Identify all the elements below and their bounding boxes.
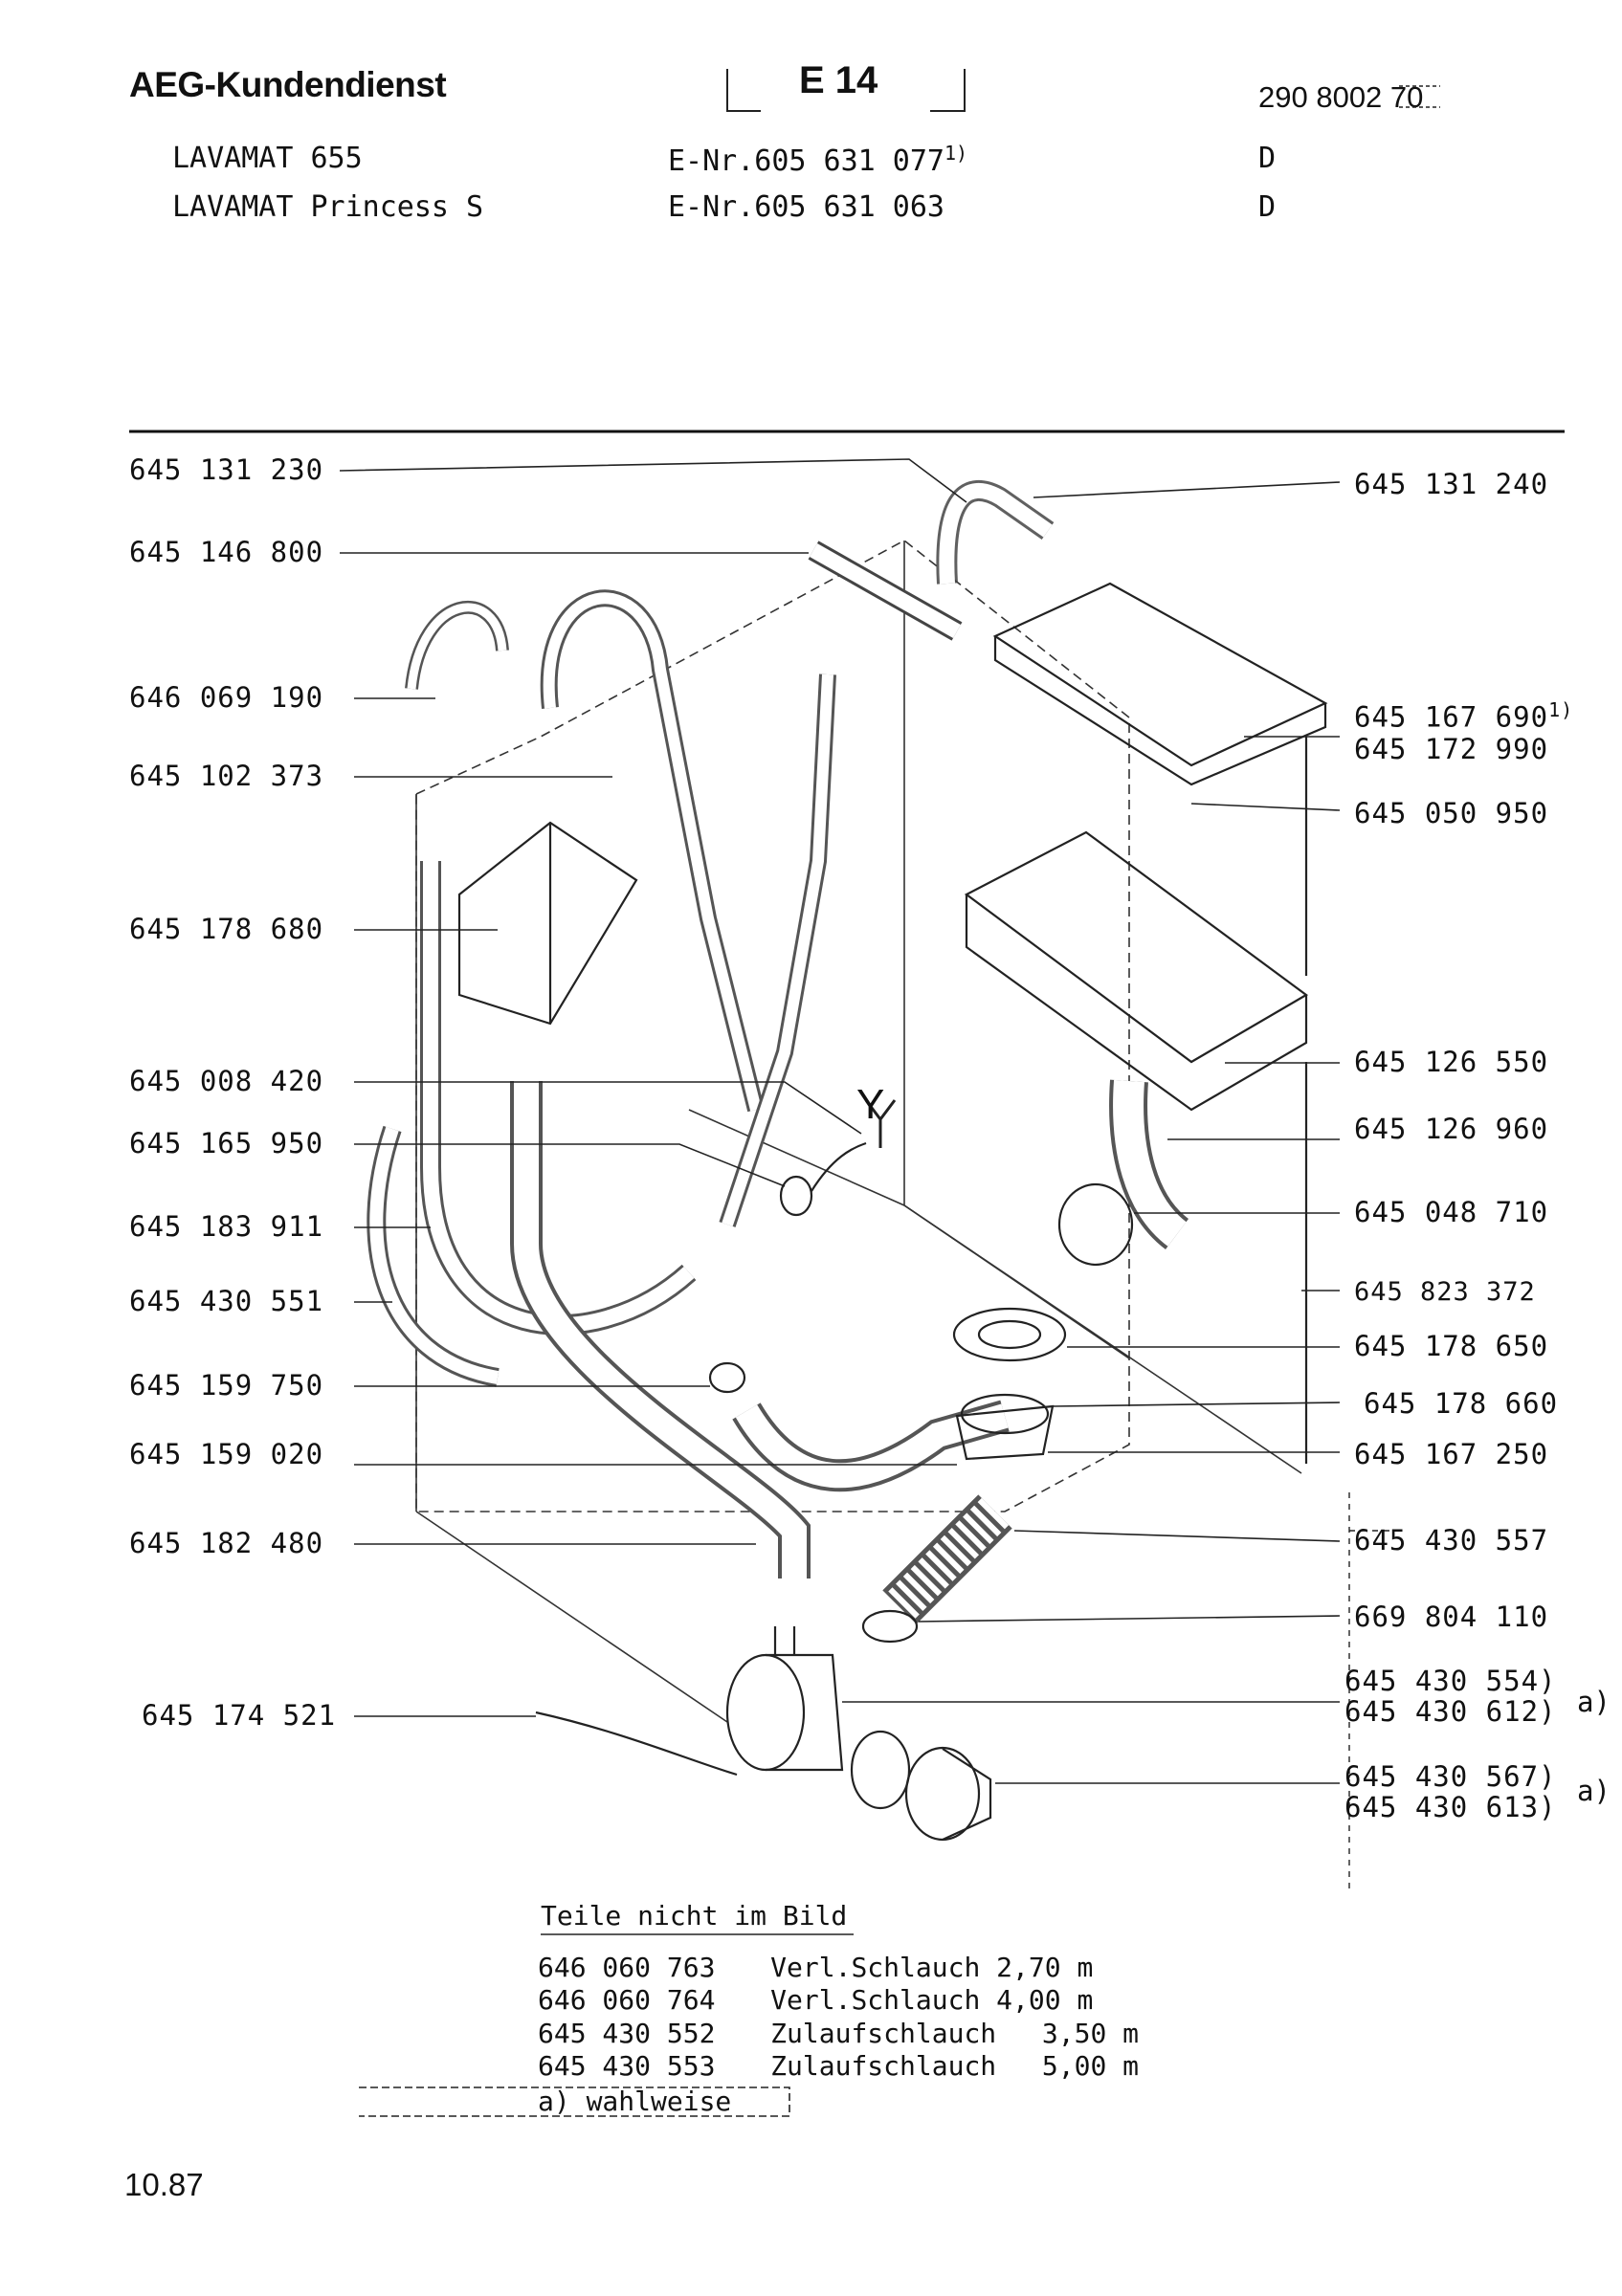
document-number: 290 8002 70 <box>1258 80 1424 114</box>
diagram-parts <box>367 479 1392 1894</box>
parts-row-1-desc: Verl.Schlauch <box>770 1952 981 1983</box>
label-left-11: 645 159 020 <box>129 1438 324 1470</box>
parts-row-3-desc: Zulaufschlauch <box>770 2018 997 2049</box>
label-right-7: 645 048 710 <box>1354 1196 1549 1228</box>
label-right-13: 669 804 110 <box>1354 1601 1549 1633</box>
label-right-8: 645 823 372 <box>1354 1277 1536 1307</box>
parts-row-3-part: 645 430 552 <box>538 2018 716 2049</box>
group-a2-item-1: 645 430 567) <box>1344 1760 1557 1793</box>
parts-list-frame <box>359 1933 854 2117</box>
label-left-4: 645 102 373 <box>129 760 324 792</box>
label-right-2-note: 1) <box>1548 698 1574 721</box>
model-enr-2: E-Nr.605 631 063 <box>668 190 944 224</box>
model-lang-2: D <box>1258 190 1277 224</box>
label-left-9: 645 430 551 <box>129 1285 324 1317</box>
brand-title: AEG-Kundendienst <box>129 65 447 104</box>
group-a1-item-1: 645 430 554) <box>1344 1665 1557 1697</box>
group-a1-note: a) <box>1577 1686 1611 1718</box>
label-left-1: 645 131 230 <box>129 453 324 486</box>
footer-date: 10.87 <box>124 2167 204 2202</box>
group-a2-note: a) <box>1577 1775 1611 1807</box>
parts-row-4: 645 430 553 Zulaufschlauch 5,00 m <box>538 2050 1139 2082</box>
label-right-2: 645 167 6901) <box>1354 698 1574 734</box>
label-right-5: 645 126 550 <box>1354 1046 1549 1078</box>
parts-not-shown-title: Teile nicht im Bild <box>541 1900 848 1932</box>
parts-row-1-part: 646 060 763 <box>538 1952 716 1983</box>
model-lang-1: D <box>1258 142 1277 175</box>
code-bracket-right <box>930 69 966 112</box>
parts-row-2-part: 646 060 764 <box>538 1984 716 2016</box>
label-right-9: 645 178 650 <box>1354 1330 1549 1362</box>
label-right-4: 645 050 950 <box>1354 797 1549 829</box>
letter-y: Y <box>856 1081 885 1128</box>
label-left-8: 645 183 911 <box>129 1210 324 1243</box>
label-right-3: 645 172 990 <box>1354 733 1549 765</box>
model-enr-1: E-Nr.605 631 0771) <box>668 142 968 178</box>
parts-row-4-part: 645 430 553 <box>538 2050 716 2082</box>
parts-row-4-desc: Zulaufschlauch <box>770 2050 997 2082</box>
model-name-1: LAVAMAT 655 <box>172 142 363 175</box>
leader-lines-left <box>339 458 967 1717</box>
label-left-7: 645 165 950 <box>129 1127 324 1159</box>
label-left-3: 646 069 190 <box>129 681 324 714</box>
parts-row-1-value: 2,70 m <box>996 1952 1094 1983</box>
model-enr-1-note: 1) <box>944 142 968 165</box>
label-right-12: 645 430 557 <box>1354 1524 1549 1556</box>
docnum-marks <box>1399 85 1440 108</box>
label-left-6: 645 008 420 <box>129 1065 324 1097</box>
label-left-13: 645 174 521 <box>142 1699 337 1732</box>
parts-row-2-value: 4,00 m <box>996 1984 1094 2016</box>
label-right-1: 645 131 240 <box>1354 468 1549 500</box>
label-left-2: 645 146 800 <box>129 536 324 568</box>
parts-row-3-value: 3,50 m <box>1041 2018 1140 2049</box>
group-a1-item-2: 645 430 612) <box>1344 1695 1557 1728</box>
footnote-wahlweise: a) wahlweise <box>538 2086 732 2117</box>
group-a2-item-2: 645 430 613) <box>1344 1791 1557 1823</box>
parts-row-1: 646 060 763 Verl.Schlauch 2,70 m <box>538 1952 1093 1983</box>
section-code: E 14 <box>799 59 878 101</box>
parts-row-2-desc: Verl.Schlauch <box>770 1984 981 2016</box>
model-name-2: LAVAMAT Princess S <box>172 190 484 224</box>
label-left-12: 645 182 480 <box>129 1527 324 1559</box>
label-right-10: 645 178 660 <box>1364 1387 1559 1420</box>
parts-row-4-value: 5,00 m <box>1041 2050 1140 2082</box>
code-bracket-left <box>726 69 761 112</box>
parts-row-3: 645 430 552 Zulaufschlauch 3,50 m <box>538 2018 1139 2049</box>
label-left-5: 645 178 680 <box>129 913 324 945</box>
leader-lines-right <box>842 481 1341 1784</box>
label-right-6: 645 126 960 <box>1354 1113 1549 1145</box>
parts-row-2: 646 060 764 Verl.Schlauch 4,00 m <box>538 1984 1093 2016</box>
label-left-10: 645 159 750 <box>129 1369 324 1402</box>
label-right-11: 645 167 250 <box>1354 1438 1549 1470</box>
